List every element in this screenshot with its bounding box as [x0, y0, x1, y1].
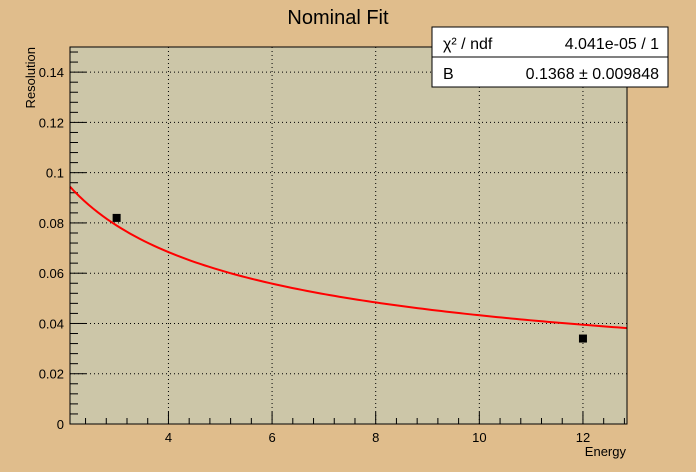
plot-frame	[69, 46, 628, 425]
stats-label-b: B	[443, 66, 454, 83]
fit-curve	[69, 186, 628, 330]
data-point	[112, 213, 121, 222]
fit-curve-group	[69, 186, 628, 330]
data-point	[578, 334, 587, 343]
y-tick-label: 0.06	[39, 266, 64, 281]
x-tick-label: 8	[372, 430, 379, 445]
x-tick-label: 4	[165, 430, 172, 445]
stats-value-b: 0.1368 ± 0.009848	[526, 66, 659, 83]
y-tick-label: 0.08	[39, 216, 64, 231]
data-points	[112, 213, 587, 343]
x-axis-label: Energy	[585, 444, 627, 459]
stats-label-chi2: χ² / ndf	[443, 36, 493, 53]
y-tick-label: 0.12	[39, 115, 64, 130]
stats-box: χ² / ndf 4.041e-05 / 1 B 0.1368 ± 0.0098…	[431, 26, 669, 88]
y-axis-label: Resolution	[23, 47, 38, 108]
chart-title: Nominal Fit	[287, 7, 389, 29]
y-tick-label: 0.1	[46, 166, 64, 181]
y-tick-label: 0.04	[39, 316, 64, 331]
stats-value-chi2: 4.041e-05 / 1	[565, 36, 659, 53]
y-tick-label: 0.14	[39, 65, 64, 80]
x-tick-label: 12	[576, 430, 590, 445]
y-tick-label: 0.02	[39, 367, 64, 382]
y-tick-label: 0	[57, 417, 64, 432]
x-tick-label: 10	[472, 430, 486, 445]
plot-area	[70, 47, 627, 424]
axes: 4 6 8 10 12 0 0.02 0.04 0.06 0.08 0.1 0.12 0.14	[39, 51, 625, 445]
x-tick-label: 6	[268, 430, 275, 445]
grid-lines	[70, 47, 627, 424]
